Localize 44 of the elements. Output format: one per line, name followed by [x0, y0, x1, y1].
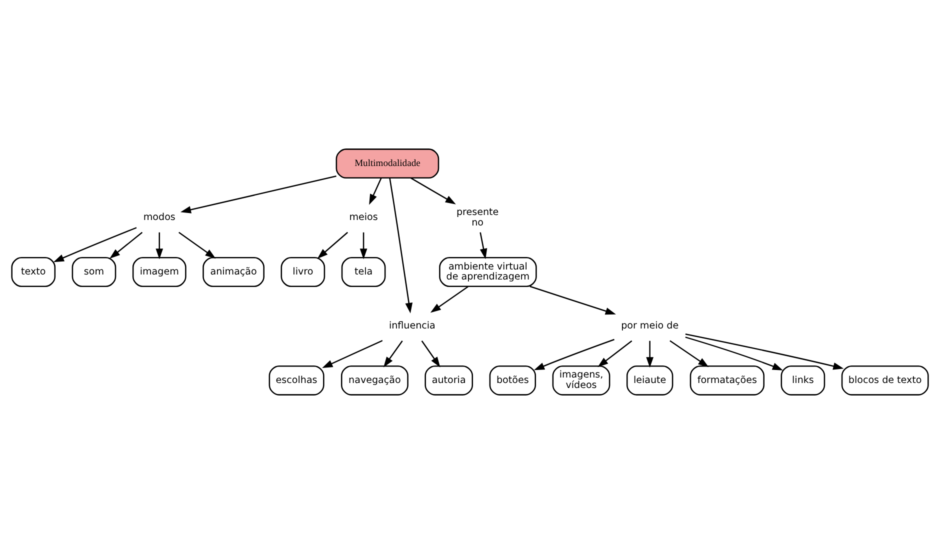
- arrow: [480, 232, 488, 260]
- node-box: escolhas: [268, 365, 324, 396]
- arrow: [430, 286, 468, 313]
- arrow: [369, 178, 382, 205]
- node-box: botões: [489, 365, 536, 396]
- arrow: [598, 340, 632, 368]
- arrow: [530, 286, 616, 315]
- node-box: formatações: [690, 365, 764, 396]
- node-box: Multimodalidade: [336, 148, 440, 179]
- arrow: [389, 178, 413, 314]
- arrow: [110, 232, 143, 259]
- node-box: ambiente virtual de aprendizagem: [439, 257, 537, 287]
- node-text: presente no: [456, 207, 499, 228]
- arrow: [534, 338, 614, 370]
- arrow: [410, 177, 456, 204]
- node-box: imagens, vídeos: [552, 365, 610, 396]
- arrow: [322, 340, 383, 368]
- node-text: modos: [143, 212, 176, 224]
- arrow: [53, 227, 137, 262]
- arrow: [421, 340, 440, 368]
- arrow: [360, 232, 368, 260]
- arrow: [384, 340, 403, 368]
- arrow: [670, 340, 709, 368]
- node-box: leiaute: [626, 365, 674, 396]
- arrow: [178, 232, 216, 259]
- node-text: influencia: [388, 320, 436, 332]
- arrow: [646, 340, 654, 368]
- node-box: imagem: [132, 257, 186, 287]
- node-box: texto: [11, 257, 56, 287]
- arrow: [685, 333, 844, 370]
- node-box: navegação: [340, 365, 408, 396]
- node-box: blocos de texto: [841, 365, 929, 396]
- node-box: tela: [341, 257, 386, 287]
- node-box: animação: [202, 257, 264, 287]
- arrow: [180, 176, 336, 214]
- arrow: [317, 232, 348, 259]
- node-box: som: [72, 257, 116, 287]
- node-box: livro: [280, 257, 326, 287]
- node-box: autoria: [424, 365, 474, 396]
- arrow: [156, 232, 164, 260]
- node-text: por meio de: [621, 320, 679, 332]
- arrow: [685, 336, 783, 370]
- node-text: meios: [349, 212, 378, 224]
- node-box: links: [780, 365, 826, 396]
